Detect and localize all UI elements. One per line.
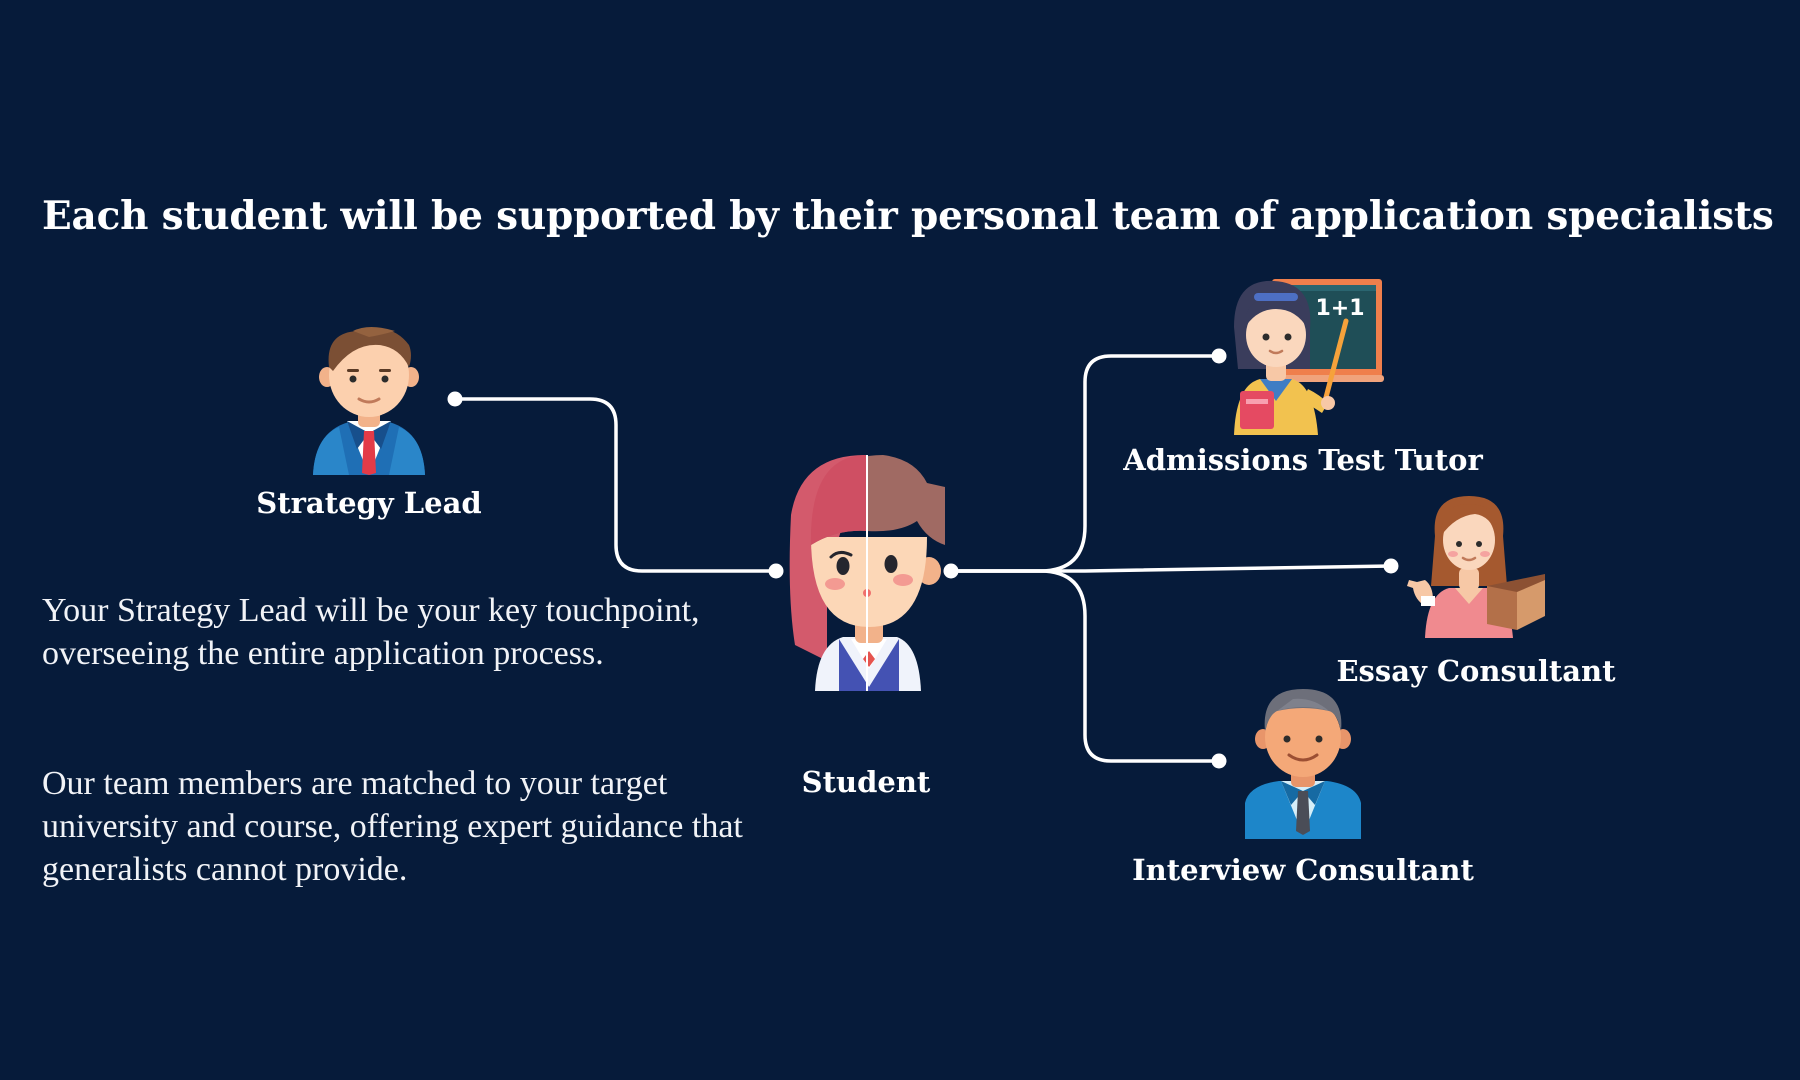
connector-dot [1211,348,1227,364]
page-title: Each student will be supported by their … [42,193,1774,239]
connector-strategy-lead [453,397,778,573]
woman-with-book-avatar-icon [1407,496,1545,638]
student-label: Student [801,765,931,799]
connector-dot [768,563,784,579]
description-paragraph-1: Your Strategy Lead will be your key touc… [42,592,700,672]
essay-consultant-label: Essay Consultant [1336,654,1616,688]
connector-dot [447,391,463,407]
student-girl-avatar-icon [789,455,945,691]
connector-interview-consultant [949,569,1221,763]
connector-dot [1211,753,1227,769]
businessman-avatar-icon [313,327,425,475]
man-in-suit-avatar-icon [1245,689,1361,839]
strategy-lead-label: Strategy Lead [256,486,482,520]
admissions-test-tutor-label: Admissions Test Tutor [1123,443,1483,477]
description-paragraph-2: Our team members are matched to your tar… [42,765,743,888]
interview-consultant-label: Interview Consultant [1132,853,1474,887]
connector-dot [1383,558,1399,574]
connector-admissions-tutor [949,354,1221,573]
blackboard-text: 1+1 [1315,296,1364,321]
teacher-blackboard-avatar-icon: 1+1 [1234,279,1384,435]
connector-dot [943,563,959,579]
